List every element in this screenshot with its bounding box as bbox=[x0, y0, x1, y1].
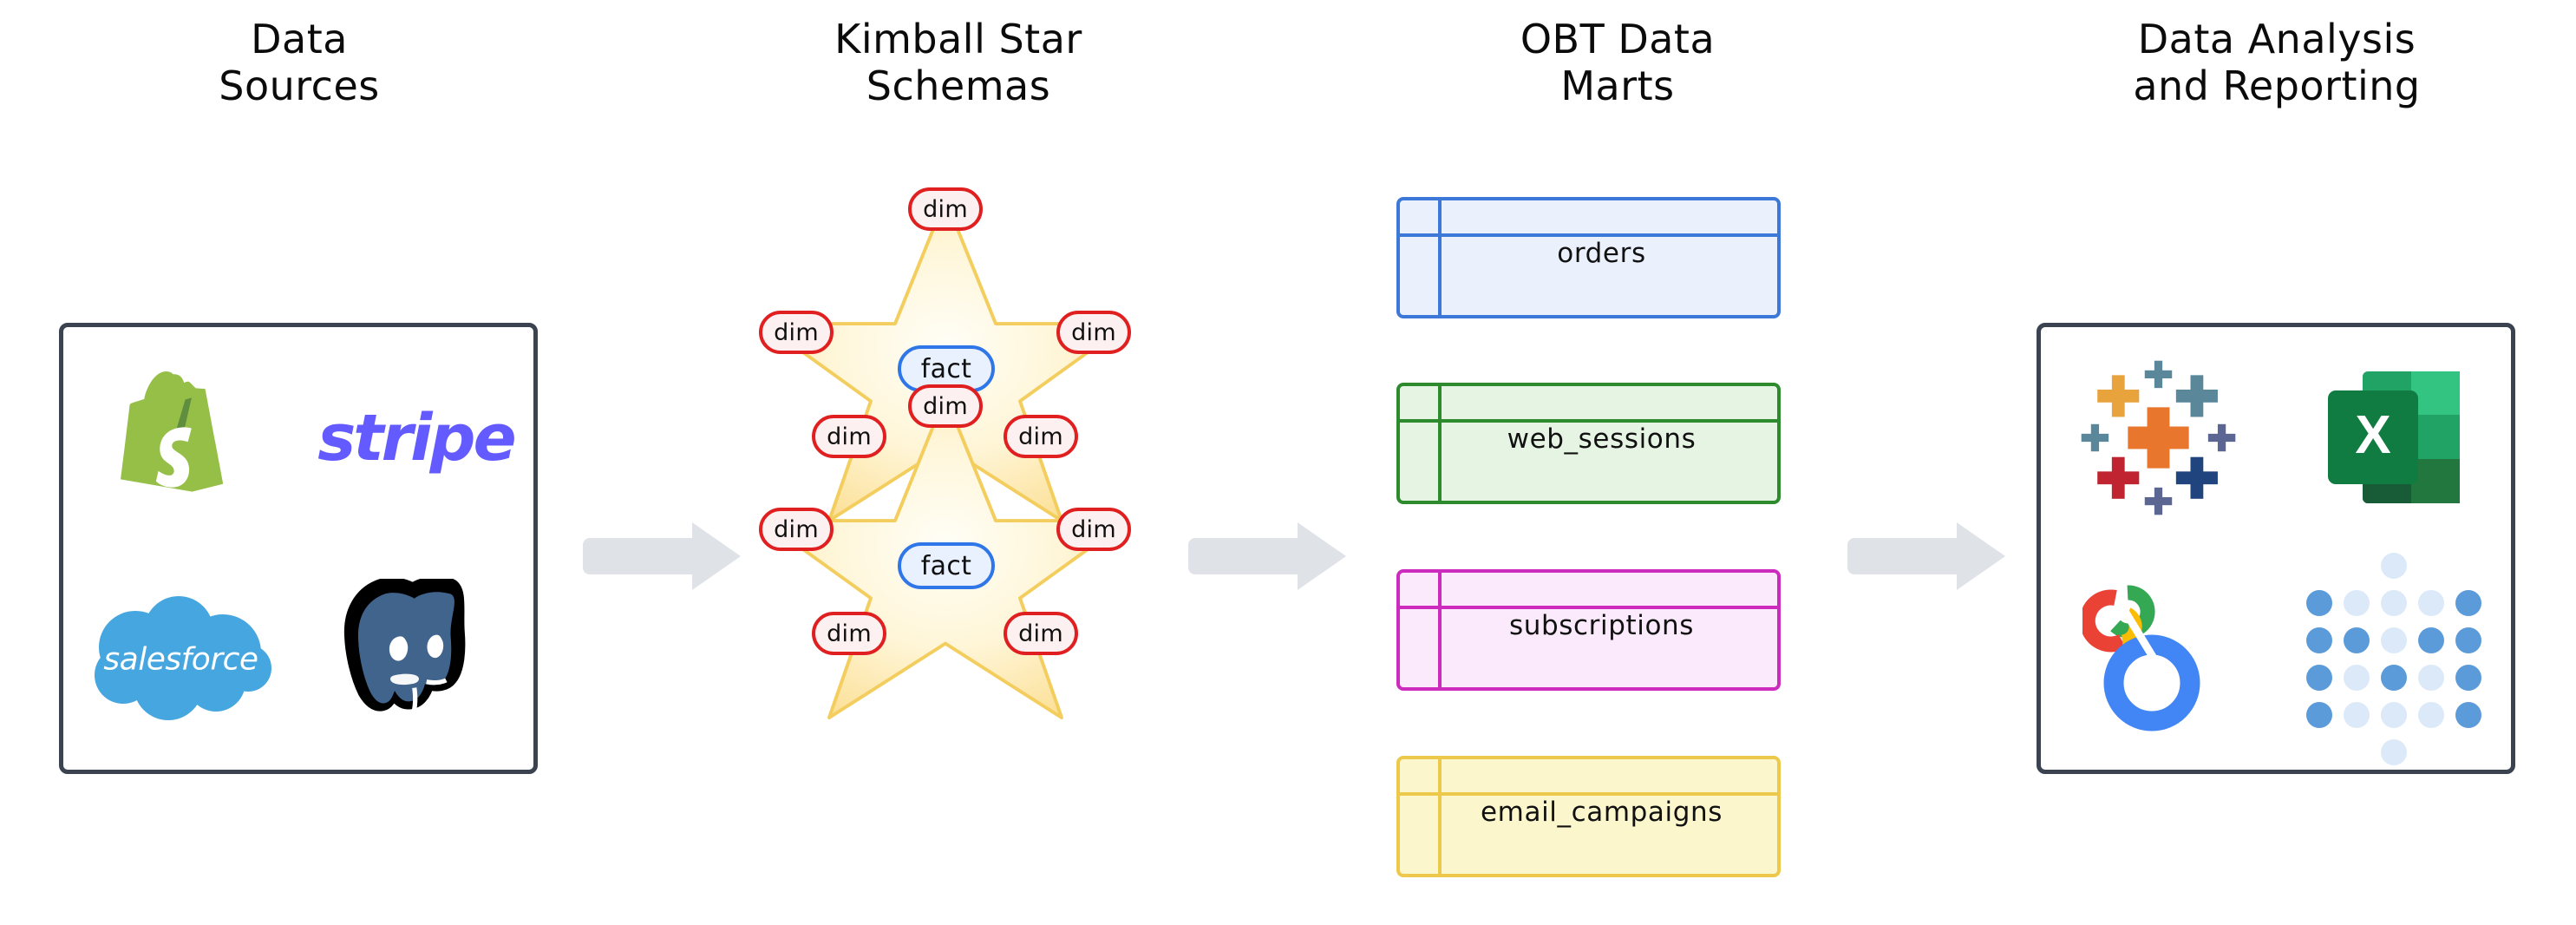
arrow-schemas-to-marts bbox=[1188, 519, 1353, 594]
arrow-marts-to-analysis bbox=[1847, 519, 2012, 594]
obt-table-label: email_campaigns bbox=[1481, 796, 1723, 828]
column-title-kimball-star-schemas: Kimball Star Schemas bbox=[834, 16, 1082, 110]
salesforce-wordmark: salesforce bbox=[103, 641, 258, 677]
column-title-obt-data-marts: OBT Data Marts bbox=[1520, 16, 1716, 110]
salesforce-logo: salesforce bbox=[63, 548, 298, 770]
obt-table-web-sessions: web_sessions bbox=[1396, 383, 1781, 504]
header-divider bbox=[1400, 792, 1777, 796]
arrow-sources-to-schemas bbox=[583, 519, 748, 594]
dim-label: dim bbox=[1071, 515, 1116, 543]
dim-node-right: dim bbox=[1056, 311, 1131, 354]
column-title-data-analysis-and-reporting: Data Analysis and Reporting bbox=[2133, 16, 2421, 110]
obt-table-email-campaigns: email_campaigns bbox=[1396, 756, 1781, 877]
key-column-divider bbox=[1438, 200, 1442, 315]
key-column-divider bbox=[1438, 386, 1442, 501]
dim-node-top: dim bbox=[908, 384, 983, 428]
dim-label: dim bbox=[774, 318, 819, 346]
dim-node-bottom-right: dim bbox=[1004, 612, 1078, 655]
dim-label: dim bbox=[923, 195, 968, 223]
obt-table-label: subscriptions bbox=[1508, 609, 1695, 641]
header-divider bbox=[1400, 606, 1777, 609]
fact-label: fact bbox=[920, 550, 972, 581]
key-column-divider bbox=[1438, 759, 1442, 874]
dim-node-bottom-left: dim bbox=[812, 415, 886, 458]
star-schema-1: dim dim dim dim dim fact bbox=[759, 187, 1131, 536]
tableau-logo bbox=[2041, 327, 2276, 548]
dim-label: dim bbox=[827, 620, 872, 647]
header-divider bbox=[1400, 419, 1777, 423]
excel-logo: X bbox=[2276, 327, 2511, 548]
dim-node-bottom-left: dim bbox=[812, 612, 886, 655]
looker-logo bbox=[2041, 548, 2276, 770]
stripe-wordmark: stripe bbox=[317, 400, 516, 476]
dim-label: dim bbox=[774, 515, 819, 543]
dim-node-left: dim bbox=[759, 311, 834, 354]
dim-node-left: dim bbox=[759, 508, 834, 551]
dim-label: dim bbox=[1018, 620, 1063, 647]
fact-node: fact bbox=[898, 542, 995, 589]
hex-logo bbox=[2276, 548, 2511, 770]
header-divider bbox=[1400, 233, 1777, 237]
hex-dot-grid bbox=[2305, 553, 2481, 765]
dim-label: dim bbox=[1071, 318, 1116, 346]
dim-node-right: dim bbox=[1056, 508, 1131, 551]
shopify-logo bbox=[63, 327, 298, 548]
column-title-data-sources: Data Sources bbox=[219, 16, 380, 110]
stripe-logo: stripe bbox=[298, 327, 533, 548]
dim-label: dim bbox=[1018, 423, 1063, 450]
obt-table-label: orders bbox=[1557, 237, 1646, 269]
obt-table-orders: orders bbox=[1396, 197, 1781, 318]
svg-text:X: X bbox=[2355, 405, 2390, 465]
obt-table-label: web_sessions bbox=[1507, 423, 1697, 455]
postgresql-logo bbox=[298, 548, 533, 770]
dim-label: dim bbox=[923, 392, 968, 420]
data-sources-panel: stripe bbox=[59, 323, 538, 774]
data-analysis-panel: X bbox=[2037, 323, 2515, 774]
obt-table-subscriptions: subscriptions bbox=[1396, 569, 1781, 691]
star-schema-2: dim dim dim dim dim fact bbox=[759, 384, 1131, 733]
dim-node-bottom-right: dim bbox=[1004, 415, 1078, 458]
key-column-divider bbox=[1438, 573, 1442, 687]
fact-label: fact bbox=[920, 353, 972, 384]
fact-node: fact bbox=[898, 345, 995, 392]
dim-label: dim bbox=[827, 423, 872, 450]
dim-node-top: dim bbox=[908, 187, 983, 231]
